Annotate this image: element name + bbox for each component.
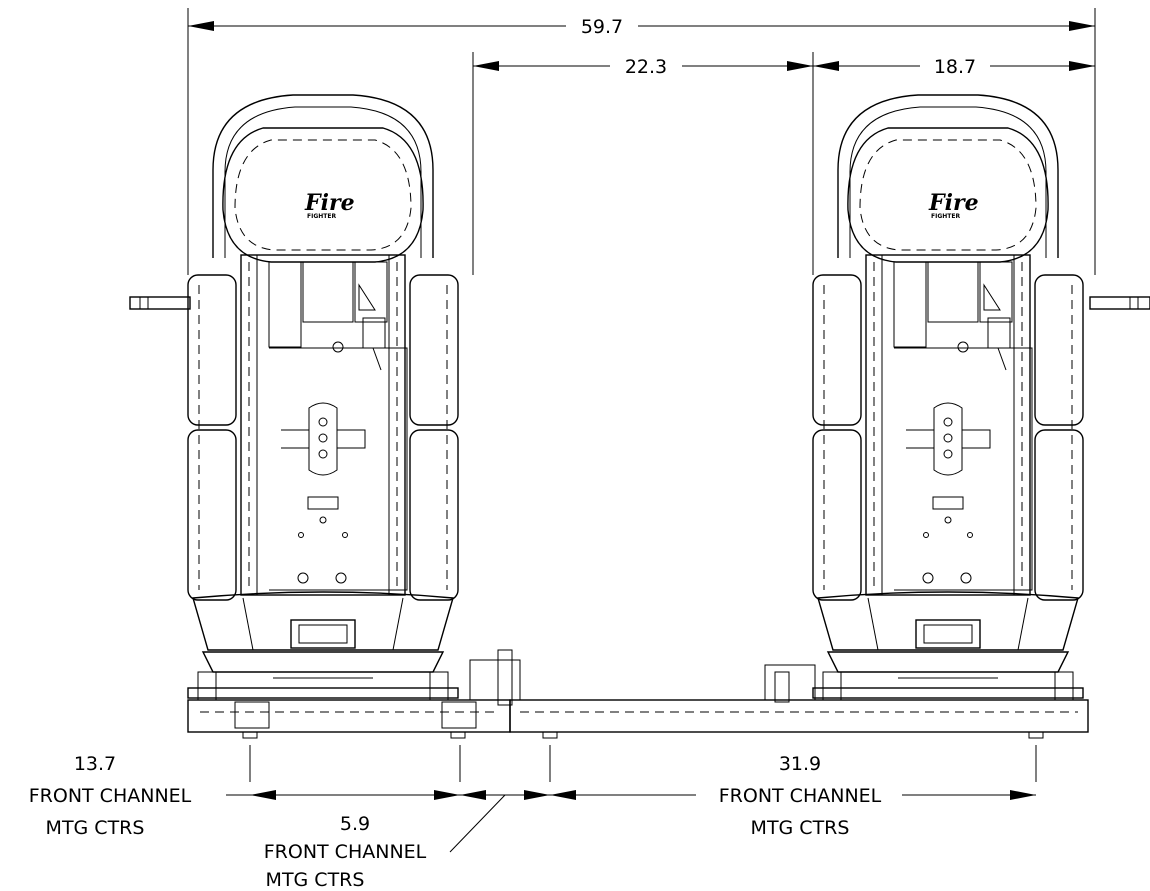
left-seat: Fire FIGHTER	[187, 94, 459, 701]
dimension-left-channel-value: 13.7	[74, 753, 116, 775]
left-seat-logo-sub: FIGHTER	[307, 213, 336, 220]
dimension-left-channel-label-2: MTG CTRS	[46, 817, 145, 839]
right-armrest-handle	[1089, 296, 1150, 310]
dimension-right-channel-label-1: FRONT CHANNEL	[719, 785, 882, 807]
left-seat-logo: Fire	[304, 190, 355, 216]
right-seat: Fire FIGHTER	[812, 94, 1084, 701]
dimension-middle-channel-value: 5.9	[340, 813, 370, 835]
dimension-right-channel-value: 31.9	[779, 753, 821, 775]
dimension-left-channel: 13.7 FRONT CHANNEL MTG CTRS	[29, 753, 250, 839]
dimension-right-seat-width: 18.7	[813, 56, 1095, 78]
dimension-right-channel: 31.9 FRONT CHANNEL MTG CTRS	[550, 753, 1036, 839]
dimension-middle-channel-label-2: MTG CTRS	[266, 869, 365, 891]
left-armrest-handle	[129, 296, 191, 310]
dimension-right-seat-width-label: 18.7	[934, 56, 976, 78]
extension-lines	[187, 8, 1096, 782]
right-seat-logo: Fire	[928, 190, 979, 216]
dimension-left-channel-label-1: FRONT CHANNEL	[29, 785, 192, 807]
dimension-seat-gap: 22.3	[473, 56, 813, 78]
dimension-overall-width: 59.7	[188, 16, 1095, 38]
dimension-middle-channel-label-1: FRONT CHANNEL	[264, 841, 427, 863]
dimension-middle-channel: 5.9 FRONT CHANNEL MTG CTRS	[250, 790, 550, 891]
right-seat-logo-sub: FIGHTER	[931, 213, 960, 220]
dimension-overall-width-label: 59.7	[581, 16, 623, 38]
dimension-right-channel-label-2: MTG CTRS	[751, 817, 850, 839]
base-channel	[187, 649, 1089, 739]
dimension-seat-gap-label: 22.3	[625, 56, 667, 78]
